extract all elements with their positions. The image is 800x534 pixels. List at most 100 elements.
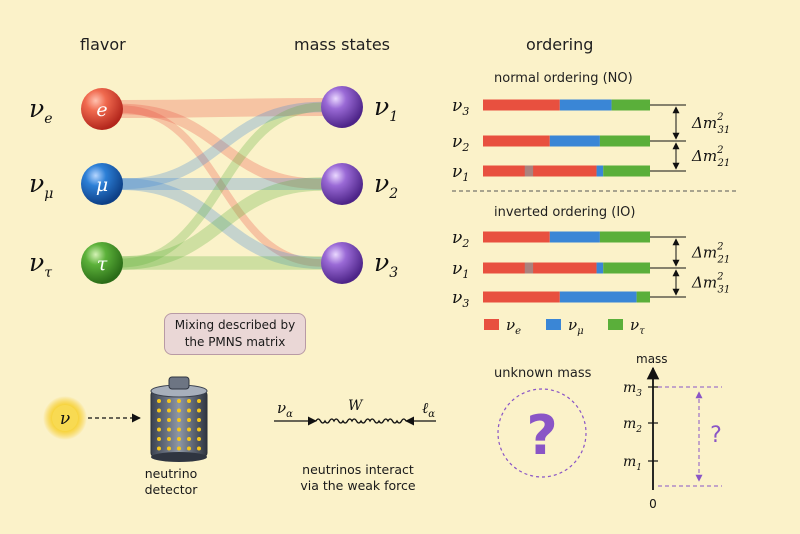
flavor-ball-symbol: τ — [97, 253, 108, 275]
detector-pmt — [187, 446, 191, 451]
inverted_ordering-bar-2-seg-1 — [483, 262, 597, 274]
normal_ordering-row-label-2: ν2 — [452, 132, 469, 154]
detector-pmt — [197, 446, 201, 451]
w-boson-label: W — [348, 398, 364, 414]
legend-swatch-2 — [546, 319, 561, 330]
normal_ordering-row-label-1: ν3 — [452, 96, 469, 118]
question-mark: ? — [710, 423, 722, 448]
mass-states-header: mass states — [294, 35, 391, 54]
level-subscript: 2 — [461, 141, 469, 154]
pmns-note-line2: the PMNS matrix — [184, 335, 286, 349]
weak-caption: neutrinos interact via the weak force — [294, 462, 422, 494]
normal_ordering-bar-3-seg-1 — [483, 165, 597, 177]
mass-level-label-1: m3 — [623, 380, 642, 399]
weak-caption-line2: via the weak force — [300, 478, 416, 493]
detector-pmt — [187, 437, 191, 441]
delta: Δ — [691, 244, 703, 262]
nu-symbol: ν — [452, 288, 462, 308]
unknown-mass-circle — [497, 388, 587, 478]
nu-symbol: ν — [29, 94, 44, 123]
mixing-band-2-1 — [115, 101, 328, 190]
m-symbol: m — [623, 416, 636, 432]
flavor-ball-1 — [81, 88, 123, 130]
flavor-ball-label-1: e — [96, 99, 107, 121]
mass-subscript: 1 — [389, 109, 398, 125]
legend-swatch-3 — [608, 319, 623, 330]
nu-symbol: ν — [374, 248, 389, 277]
level-subscript: 1 — [462, 268, 469, 281]
mixing-band-1-3 — [117, 105, 326, 267]
inverted_ordering-row-label-1: ν2 — [452, 228, 469, 250]
w-boson-line — [315, 418, 407, 424]
nu-symbol: ν — [374, 92, 389, 121]
splitting-index: 21 — [716, 255, 730, 266]
mass-subscript: 1 — [636, 463, 642, 473]
normal-ordering-title: normal ordering (NO) — [494, 71, 633, 86]
normal_ordering-bar-2-seg-1 — [483, 135, 550, 147]
flavor-ball-label-3: τ — [97, 253, 108, 275]
mass-ball-1 — [321, 86, 363, 128]
detector-pmt — [157, 418, 161, 422]
flavor-subscript: e — [44, 111, 52, 127]
m-symbol: m — [703, 244, 717, 262]
detector-pmt — [157, 408, 161, 413]
level-subscript: 2 — [461, 237, 469, 250]
delta: Δ — [691, 147, 703, 165]
flavor-ball-symbol: μ — [96, 174, 108, 196]
delta: Δ — [691, 274, 703, 292]
mixing-band-1-1 — [112, 98, 331, 118]
mass-axis-label: mass — [636, 352, 668, 366]
neutrino-source — [52, 405, 78, 431]
nu-symbol: ν — [374, 169, 389, 198]
normal_ordering-bar-2-seg-2 — [549, 135, 600, 147]
inverted_ordering-row-label-3: ν3 — [452, 288, 469, 310]
flavor-ball-2 — [81, 163, 123, 205]
mass-label-1: ν1 — [374, 92, 398, 125]
mixing-band-2-3 — [115, 178, 328, 269]
detector-pmt — [187, 427, 191, 432]
detector-pmt — [197, 427, 201, 432]
inverted_ordering-bar-1-seg-2 — [549, 231, 600, 243]
flavor-subscript: μ — [44, 186, 53, 202]
detector-pmt — [187, 418, 191, 422]
detector-pmt — [197, 408, 201, 413]
legend-label-3: ντ — [630, 316, 645, 337]
flavor-ball-symbol: e — [96, 99, 107, 121]
weak-caption-line1: neutrinos interact — [302, 462, 414, 477]
inverted_ordering-bar-2-seg-3 — [603, 262, 650, 274]
nu-symbol: ν — [452, 259, 462, 279]
ordering-header: ordering — [526, 35, 594, 54]
flavor-label-2: νμ — [29, 169, 53, 202]
inverted-ordering-title: inverted ordering (IO) — [494, 205, 636, 220]
mass-subscript: 2 — [635, 425, 642, 435]
m-symbol: m — [623, 454, 636, 470]
flavor-label-3: ντ — [29, 248, 52, 281]
pmns-note: Mixing described by the PMNS matrix — [164, 313, 306, 355]
level-subscript: 1 — [462, 171, 469, 184]
delta: Δ — [691, 114, 703, 132]
nu-symbol: ν — [506, 316, 515, 334]
nu-symbol: ν — [452, 132, 462, 152]
mass-label-2: ν2 — [374, 169, 398, 202]
detector-pmt — [167, 437, 171, 441]
normal_ordering-row-label-3: ν1 — [452, 162, 469, 184]
detector-pmt — [177, 437, 181, 441]
detector-pmt — [157, 437, 161, 441]
flavor-subscript: τ — [44, 265, 52, 281]
mass-ball-2 — [321, 163, 363, 205]
nu-symbol: ν — [452, 96, 462, 116]
square-sup: 2 — [716, 272, 723, 283]
unknown-mass-symbol: ? — [526, 404, 557, 467]
inverted_ordering-bar-3-seg-1 — [483, 291, 560, 303]
mixing-band-3-1 — [116, 102, 327, 268]
detector-base — [151, 452, 207, 462]
normal_ordering-bar-3-seg-2 — [596, 165, 604, 177]
mixing-band-3-2 — [114, 177, 329, 270]
inverted_ordering-bar-2-seg-2 — [596, 262, 604, 274]
nu-symbol: ν — [630, 316, 639, 334]
unknown-mass-title: unknown mass — [494, 366, 592, 381]
normal-nu1-overlap — [524, 165, 534, 177]
legend-swatch-1 — [484, 319, 499, 330]
